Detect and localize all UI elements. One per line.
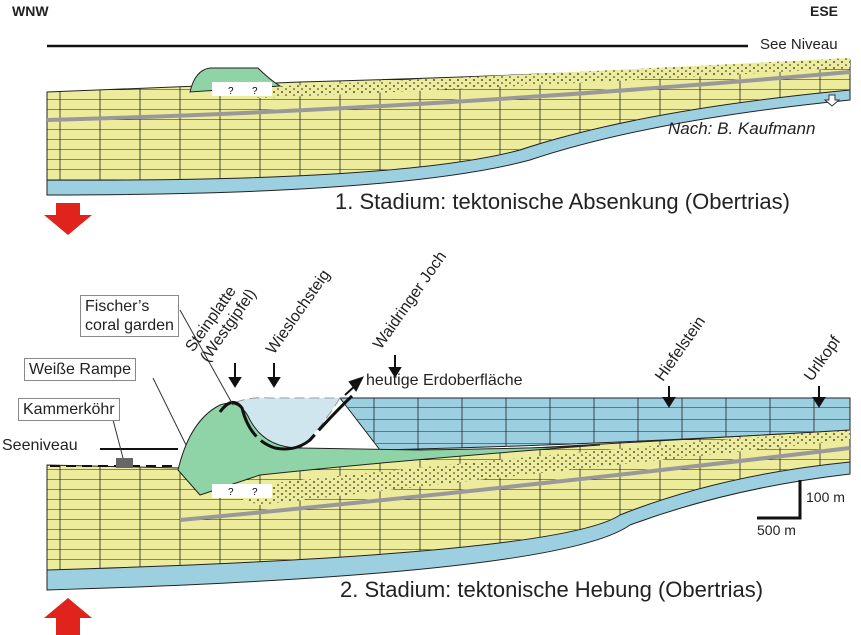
unknown-mark: ? xyxy=(252,86,258,97)
gray-layer-2 xyxy=(179,446,851,522)
sea-level-label-2: Seeniveau xyxy=(2,437,78,454)
erosion-surface xyxy=(218,394,354,451)
direction-west: WNW xyxy=(12,3,49,19)
strata-blue-2 xyxy=(46,461,851,591)
stage2-title: 2. Stadium: tektonische Hebung (Obertria… xyxy=(340,577,764,602)
uplift-arrow xyxy=(44,598,92,635)
gray-layer-1 xyxy=(46,70,851,122)
unknown-zone-2 xyxy=(212,484,272,498)
leader-line xyxy=(179,309,234,406)
scale-vertical: 100 m xyxy=(806,489,845,505)
label-fischers-coral-garden: Fischer’s coral garden xyxy=(80,295,179,337)
label-line: Fischer’s xyxy=(85,298,150,315)
subsidence-arrow xyxy=(44,203,92,235)
unknown-zone-1 xyxy=(212,82,272,96)
label-kammerkoehr: Kammerköhr xyxy=(18,398,120,421)
scale-horizontal: 500 m xyxy=(757,522,796,538)
source-credit: Nach: B. Kaufmann xyxy=(668,119,816,138)
unknown-mark: ? xyxy=(228,86,234,97)
direction-east: ESE xyxy=(810,3,839,19)
reef-body-green xyxy=(177,402,601,496)
stage1-title: 1. Stadium: tektonische Absenkung (Obert… xyxy=(335,189,790,214)
location-arrows xyxy=(228,355,826,408)
lagoon-limestone-blue xyxy=(338,397,851,451)
strata-blue-1 xyxy=(46,89,851,196)
strata-dotted-1 xyxy=(200,58,850,98)
strata-dotted-2 xyxy=(210,430,850,505)
small-arrow-icon xyxy=(823,94,841,107)
kammerkoehr-hut xyxy=(116,458,133,468)
label-weisse-rampe: Weiße Rampe xyxy=(24,358,136,381)
label-line: coral garden xyxy=(85,317,174,334)
unknown-mark: ? xyxy=(252,487,258,498)
sea-level-label-1: See Niveau xyxy=(760,36,838,53)
leader-line xyxy=(152,377,187,446)
scale-bar xyxy=(757,480,802,520)
leader-line xyxy=(111,415,124,459)
unknown-mark: ? xyxy=(228,487,234,498)
label-surface: heutige Erdoberfläche xyxy=(366,372,523,389)
